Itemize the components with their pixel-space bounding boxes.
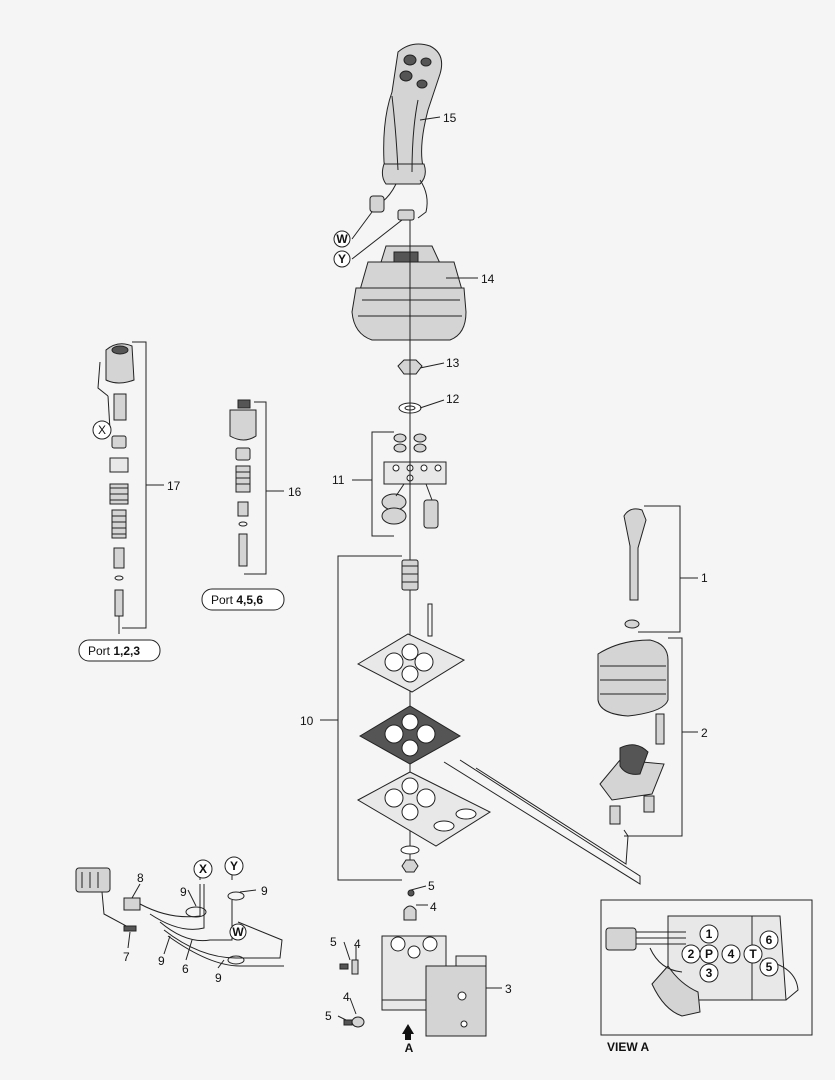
callout-15: 15 <box>443 111 457 125</box>
callout-4-top: 4 <box>430 900 437 914</box>
callout-10: 10 <box>300 714 314 728</box>
callout-5-bottom: 5 <box>325 1009 332 1023</box>
view-a-port-t: T <box>749 947 757 961</box>
marker-x-left: X <box>98 423 106 437</box>
marker-y-top: Y <box>338 252 346 266</box>
view-a-port-3: 3 <box>706 966 713 980</box>
callout-5-left: 5 <box>330 935 337 949</box>
callout-13: 13 <box>446 356 460 370</box>
valve-body-part <box>381 935 487 1037</box>
valve-cartridge-part <box>401 559 419 591</box>
callout-14: 14 <box>481 272 495 286</box>
circle-markers <box>92 230 351 941</box>
bracket-17 <box>122 341 164 629</box>
rubber-boot-part <box>351 245 467 341</box>
callout-4-bottom: 4 <box>343 990 350 1004</box>
joystick-handle-part <box>369 43 443 221</box>
bracket-2 <box>624 637 698 837</box>
callout-11: 11 <box>332 473 345 487</box>
view-a-port-4: 4 <box>728 947 735 961</box>
lever-part <box>623 508 647 629</box>
view-a-port-2: 2 <box>688 947 695 961</box>
bracket-1 <box>638 505 698 633</box>
cartridge-16-part <box>229 399 257 567</box>
marker-w-top: W <box>336 232 348 246</box>
view-a-port-p: P <box>705 947 713 961</box>
marker-w-harness: W <box>232 925 244 939</box>
bracket-10 <box>320 555 402 881</box>
marker-x-harness: X <box>199 862 207 876</box>
port-456-label: Port 4,5,6 <box>211 593 263 607</box>
callout-9-d: 9 <box>215 971 222 985</box>
view-a-port-6: 6 <box>766 933 773 947</box>
callout-4-left: 4 <box>354 937 361 951</box>
lever-boot-part <box>597 639 669 825</box>
fitting-part <box>339 889 417 1028</box>
port-123-label: Port 1,2,3 <box>88 644 140 658</box>
callout-2: 2 <box>701 726 708 740</box>
cartridge-17-part <box>97 343 135 634</box>
marker-y-harness: Y <box>230 859 238 873</box>
callout-1: 1 <box>701 571 708 585</box>
view-a-arrow-label: A <box>405 1041 414 1055</box>
callout-5-top: 5 <box>428 879 435 893</box>
callout-9-a: 9 <box>180 885 187 899</box>
view-a-port-circles <box>681 924 779 983</box>
callout-8: 8 <box>137 871 144 885</box>
wiring-harness-part <box>75 867 284 967</box>
callout-6: 6 <box>182 962 189 976</box>
view-a-port-5: 5 <box>766 960 773 974</box>
callout-7: 7 <box>123 950 130 964</box>
callout-16: 16 <box>288 485 302 499</box>
plate-stack-part <box>356 603 492 873</box>
view-a-title: VIEW A <box>607 1040 650 1054</box>
callout-9-c: 9 <box>158 954 165 968</box>
callout-9-b: 9 <box>261 884 268 898</box>
port-label-boxes <box>78 588 285 662</box>
callout-12: 12 <box>446 392 460 406</box>
bracket-11 <box>352 431 394 537</box>
bracket-16 <box>244 401 284 575</box>
mounting-plate-assembly-part <box>381 433 447 529</box>
callout-17: 17 <box>167 479 181 493</box>
callout-3: 3 <box>505 982 512 996</box>
view-a-port-1: 1 <box>706 927 713 941</box>
view-a-arrow <box>402 1024 414 1040</box>
